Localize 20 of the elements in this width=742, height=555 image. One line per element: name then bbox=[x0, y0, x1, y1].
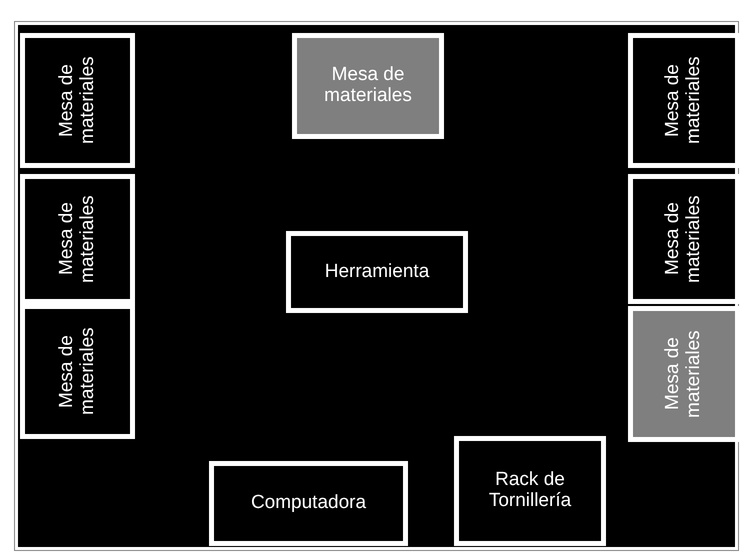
table-box bbox=[454, 436, 606, 546]
table-label: Mesa de materiales bbox=[663, 329, 705, 420]
table-box bbox=[628, 174, 740, 304]
table-box bbox=[20, 174, 135, 304]
table-label: Mesa de materiales bbox=[56, 326, 98, 418]
table-label: Herramienta bbox=[324, 262, 430, 282]
table-label: Mesa de materiales bbox=[663, 56, 705, 146]
table-label: Mesa de materiales bbox=[56, 56, 98, 146]
table-box bbox=[628, 306, 740, 442]
table-box bbox=[209, 461, 408, 546]
table-label: Mesa de materiales bbox=[323, 65, 413, 107]
table-box bbox=[286, 231, 468, 313]
table-box bbox=[20, 33, 135, 168]
table-label: Mesa de materiales bbox=[663, 194, 705, 285]
table-box bbox=[292, 33, 444, 139]
table-box bbox=[20, 304, 135, 439]
table-label: Mesa de materiales bbox=[56, 194, 98, 285]
table-label: Computadora bbox=[250, 493, 366, 514]
table-label: Rack de Tornillería bbox=[488, 470, 572, 512]
table-box bbox=[628, 33, 740, 168]
